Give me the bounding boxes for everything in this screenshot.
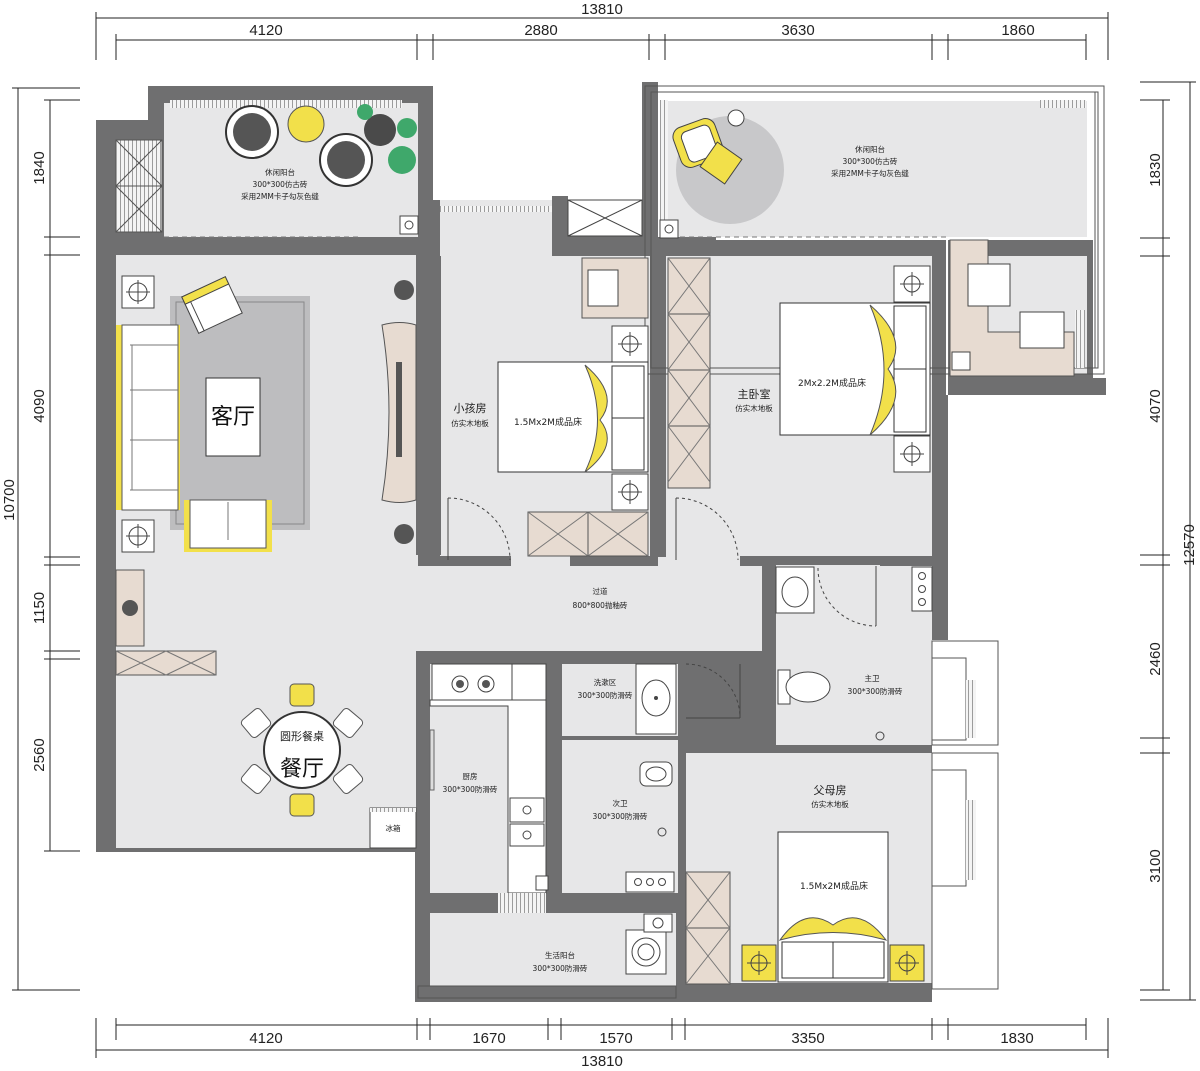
laundry-fixtures (635, 663, 741, 735)
dim-right-total: 12570 (1181, 524, 1198, 566)
kitchen-label: 厨房 (463, 771, 478, 781)
dimension-right (1140, 81, 1196, 1001)
dim-left-seg-1: 1840 (31, 151, 48, 184)
dim-top-seg-3: 3630 (781, 22, 814, 39)
fridge-label: 冰箱 (386, 823, 401, 833)
dim-left-seg-3: 1150 (31, 592, 48, 624)
balcony-right-name: 休闲阳台 (855, 144, 885, 154)
dim-top-seg-1: 4120 (249, 22, 282, 39)
balcony-left-name: 休闲阳台 (265, 167, 295, 177)
dim-top-seg-4: 1860 (1001, 22, 1034, 39)
dim-bottom-total: 13810 (581, 1053, 623, 1070)
dim-left-seg-4: 2560 (31, 738, 48, 771)
utility-balcony-fixtures (625, 913, 673, 975)
dim-right-seg-3: 2460 (1147, 642, 1164, 675)
parents-room-floor: 仿实木地板 (811, 799, 849, 809)
laundry-label: 洗漱区 (594, 677, 617, 687)
dim-bottom-seg-2: 1670 (472, 1030, 505, 1047)
dim-bottom-seg-4: 3350 (791, 1030, 824, 1047)
kids-room-floor: 仿实木地板 (451, 418, 489, 428)
laundry-floor: 300*300防滑砖 (578, 690, 633, 700)
balcony-right-floor: 300*300仿古砖 (843, 156, 898, 166)
master-bedroom-floor: 仿实木地板 (735, 403, 773, 413)
master-bath-label: 主卫 (865, 673, 880, 683)
dining-room-label: 餐厅 (280, 757, 324, 782)
corridor-floor: 800*800抛釉砖 (573, 600, 628, 610)
living-furniture (116, 275, 417, 553)
kids-room-bed: 1.5Mx2M成品床 (514, 416, 582, 428)
dimension-bottom (95, 1018, 1109, 1058)
dimension-left (12, 87, 80, 991)
master-bath-floor: 300*300防滑砖 (848, 686, 903, 696)
parents-room-bed: 1.5Mx2M成品床 (800, 880, 868, 892)
dim-top-seg-2: 2880 (524, 22, 557, 39)
balcony-right-grout: 采用2MM卡子勾灰色缝 (831, 168, 909, 178)
kitchen-fixtures (429, 663, 549, 913)
utility-balcony-label: 生活阳台 (545, 950, 575, 960)
dining-furniture (115, 569, 417, 849)
parents-room-furniture (685, 769, 976, 985)
second-bath-label: 次卫 (613, 798, 628, 808)
dimension-top (95, 12, 1109, 60)
kids-room-furniture (440, 199, 649, 561)
dim-bottom-seg-5: 1830 (1000, 1030, 1033, 1047)
second-bath-floor: 300*300防滑砖 (593, 811, 648, 821)
corridor-label: 过道 (593, 586, 608, 596)
parents-room-label: 父母房 (814, 784, 847, 797)
dim-bottom-seg-1: 4120 (249, 1030, 282, 1047)
master-bedroom-bed: 2Mx2.2M成品床 (798, 377, 866, 389)
dim-left-seg-2: 4090 (31, 389, 48, 422)
dim-right-seg-1: 1830 (1147, 153, 1164, 186)
dim-right-seg-2: 4070 (1147, 389, 1164, 422)
balcony-left-furniture (115, 100, 419, 238)
utility-balcony-floor: 300*300防滑砖 (533, 963, 588, 973)
master-bedroom-furniture (667, 257, 931, 561)
interior-walls (96, 196, 948, 1001)
living-room-label: 客厅 (211, 405, 255, 430)
second-bath-fixtures (562, 736, 678, 893)
master-bath-fixtures (775, 566, 976, 741)
kids-room-label: 小孩房 (454, 402, 487, 415)
kitchen-floor: 300*300防滑砖 (443, 784, 498, 794)
dining-table-label: 圆形餐桌 (280, 729, 324, 743)
dim-left-total: 10700 (1, 479, 18, 521)
dim-right-seg-4: 3100 (1147, 849, 1164, 882)
dim-top-total: 13810 (581, 1, 623, 18)
dim-bottom-seg-3: 1570 (599, 1030, 632, 1047)
master-bedroom-label: 主卧室 (738, 387, 771, 401)
balcony-right-furniture (659, 100, 1086, 377)
balcony-left-grout: 采用2MM卡子勾灰色缝 (241, 191, 319, 201)
balcony-left-floor: 300*300仿古砖 (253, 179, 308, 189)
